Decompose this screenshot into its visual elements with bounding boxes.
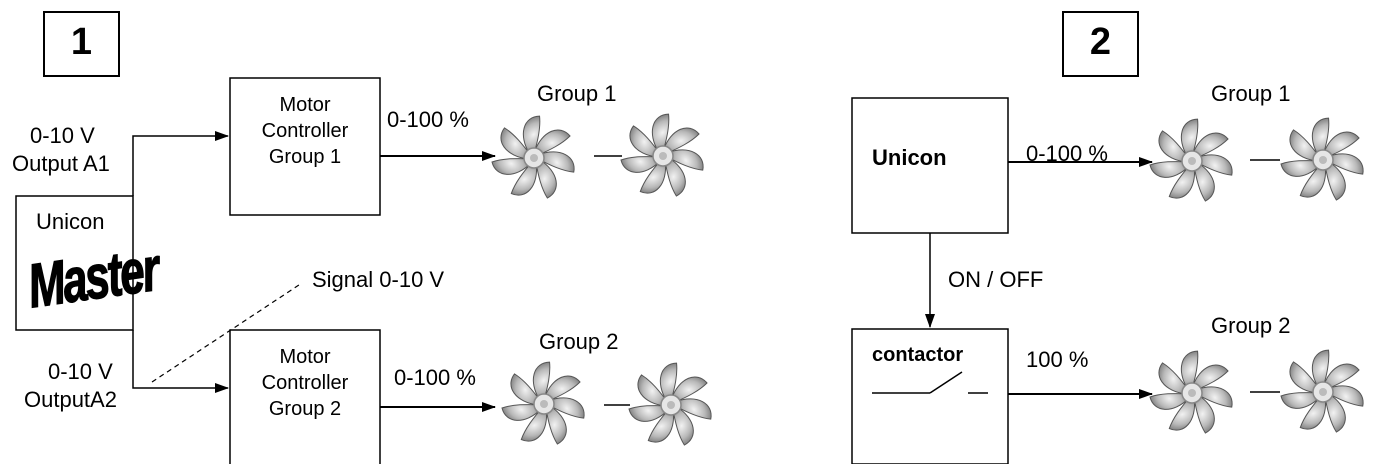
group2-label: Group 2 <box>1211 313 1291 338</box>
panel2-number-box <box>1062 11 1139 77</box>
fan-icon <box>618 110 707 197</box>
group1-label: Group 1 <box>1211 81 1291 106</box>
controller2-line2: Controller <box>261 372 349 394</box>
fan-icon <box>1147 115 1236 202</box>
output-a2-label: OutputA2 <box>24 387 117 412</box>
master-unicon-box <box>15 195 134 331</box>
controller1-output-label: 0-100 % <box>387 107 469 132</box>
motor-controller-group2-box <box>229 329 381 464</box>
fan-icon <box>626 359 715 446</box>
fan-icon <box>489 112 578 199</box>
contactor-box <box>851 328 1009 464</box>
fan-icon <box>1278 114 1367 201</box>
master-unicon-title: Unicon <box>36 209 105 234</box>
switch-contact <box>929 371 963 394</box>
output-a1-label: Output A1 <box>12 151 110 176</box>
signal-label: Signal 0-10 V <box>312 267 445 292</box>
panel1-number: 1 <box>70 21 93 63</box>
output-a1-wire <box>132 131 229 196</box>
controller1-line3: Group 1 <box>268 146 342 168</box>
signal-dashed-line <box>151 282 303 383</box>
output-a2-voltage: 0-10 V <box>48 359 113 384</box>
unicon-label: Unicon <box>872 145 947 170</box>
unicon-box <box>851 97 1009 234</box>
fan-icon <box>1147 347 1236 434</box>
controller1-line2: Controller <box>261 120 349 142</box>
controller2-line3: Group 2 <box>268 398 342 420</box>
contactor-label: contactor <box>872 344 964 366</box>
panel1-number-box <box>43 11 120 77</box>
motor-controller-group1-box <box>229 77 381 216</box>
output-a1-voltage: 0-10 V <box>30 123 95 148</box>
group1-label: Group 1 <box>537 81 617 106</box>
unicon-output-label: 0-100 % <box>1026 141 1108 166</box>
controller2-line1: Motor <box>279 346 331 368</box>
group2-label: Group 2 <box>539 329 619 354</box>
contactor-output-label: 100 % <box>1026 347 1089 372</box>
controller2-output-label: 0-100 % <box>394 365 476 390</box>
fan-icon <box>499 358 588 445</box>
output-a2-wire <box>132 330 229 393</box>
fan-icon <box>1278 346 1367 433</box>
controller1-line1: Motor <box>279 94 331 116</box>
panel2-number: 2 <box>1089 21 1112 63</box>
onoff-label: ON / OFF <box>948 267 1044 292</box>
